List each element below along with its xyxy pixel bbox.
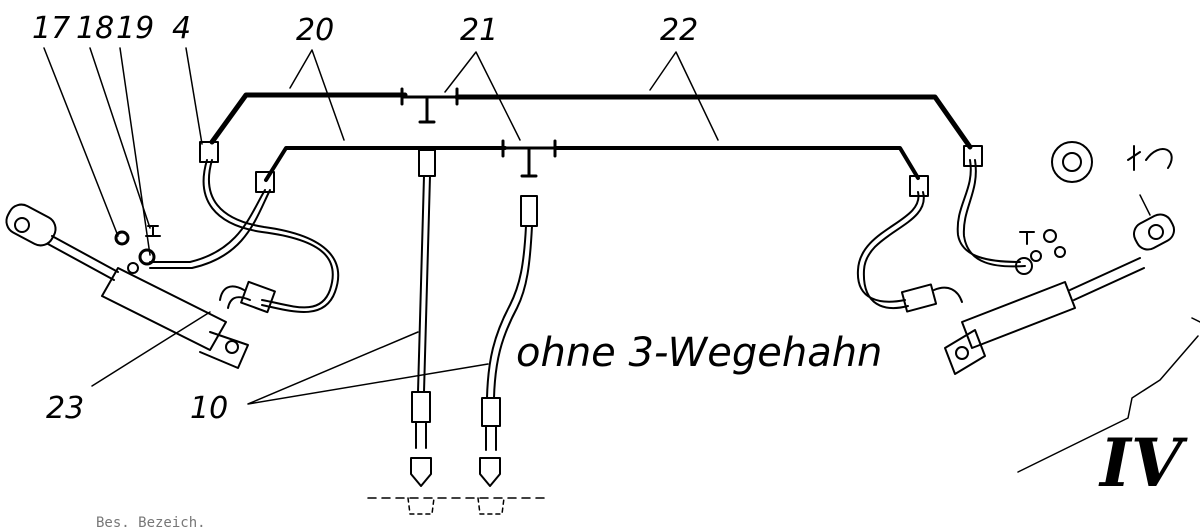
label-17: 17: [32, 11, 70, 46]
label-21: 21: [460, 13, 498, 48]
label-19: 19: [116, 11, 154, 46]
left-small-parts: [114, 225, 161, 266]
left-cylinder: [5, 203, 249, 369]
dashed-bottom-line: [367, 497, 551, 515]
left-hoses: [149, 141, 340, 314]
lower-return-line: [264, 139, 920, 182]
label-22: 22: [660, 13, 698, 48]
footer-faint-text: Bes. Bezeich.: [96, 515, 206, 529]
label-10: 10: [190, 391, 228, 426]
section-corner-outline: [1017, 317, 1200, 473]
label-18: 18: [76, 11, 114, 46]
vertical-hose-right: [479, 195, 538, 487]
label-20: 20: [296, 13, 334, 48]
leader-lines: [43, 47, 719, 405]
label-23: 23: [46, 391, 84, 426]
right-hoses: [856, 145, 1033, 313]
section-number: IV: [1098, 424, 1188, 502]
upper-pressure-line: [209, 87, 973, 150]
right-small-parts: [1019, 141, 1173, 262]
label-4: 4: [172, 11, 191, 46]
caption-ohne-3-wegehahn: ohne 3-Wegehahn: [516, 330, 882, 376]
right-cylinder: [944, 194, 1176, 375]
vertical-hose-left: [410, 149, 436, 487]
